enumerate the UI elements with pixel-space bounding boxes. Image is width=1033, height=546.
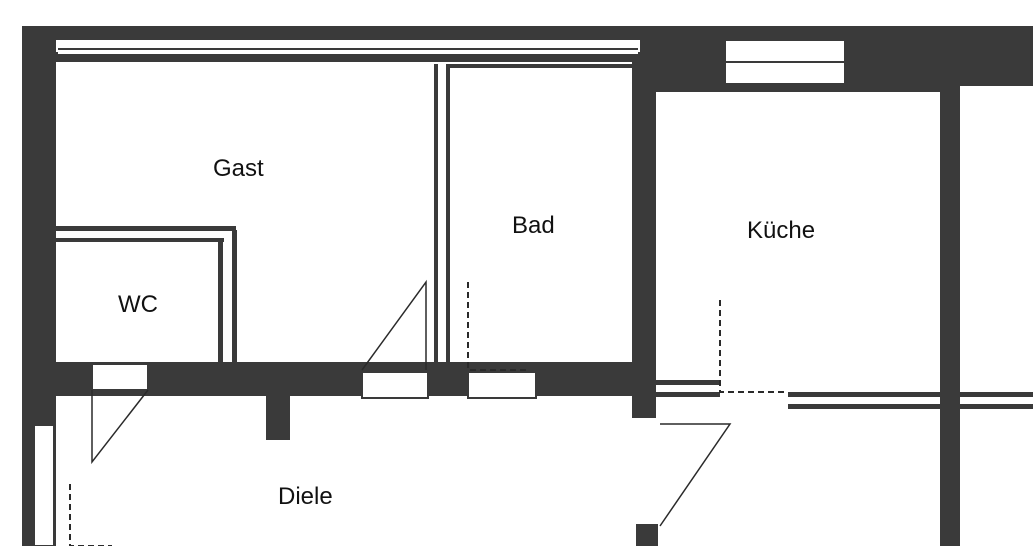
wall-wc-top-b (56, 238, 224, 242)
door-opening-bad (467, 371, 537, 399)
wall-kueche-top (655, 86, 940, 92)
door-gast (361, 279, 427, 371)
door-wc (91, 389, 149, 465)
wall-top (22, 26, 1033, 40)
wall-gast-bad-a (434, 64, 438, 370)
wall-kueche-bottom-a1 (656, 380, 720, 385)
room-label-kueche: Küche (747, 217, 815, 244)
door-bad (467, 282, 530, 371)
door-opening-gast (361, 371, 429, 399)
wall-gast-bad-b (446, 64, 450, 370)
wall-stub (266, 396, 290, 440)
wall-kueche-bottom-a2 (656, 392, 720, 397)
wall-bottom-stub (636, 524, 658, 546)
door-kueche (719, 300, 788, 393)
wall-wc-right-a (218, 238, 223, 368)
door-opening-wc (91, 363, 149, 391)
wall-bad-top (446, 64, 636, 68)
room-label-diele: Diele (278, 483, 333, 510)
wall-bad-kueche (632, 62, 656, 418)
wall-kueche-bottom-b1 (788, 392, 1033, 397)
door-diele-left (69, 484, 112, 546)
wall-wc-top-a (56, 226, 236, 231)
wall-wc-right-b (232, 230, 237, 368)
room-label-wc: WC (118, 291, 158, 318)
window-diele (33, 424, 55, 546)
wall-corridor (56, 362, 638, 396)
room-label-bad: Bad (512, 212, 555, 239)
wall-top-inner (50, 52, 645, 62)
wall-kueche-bottom-b2 (788, 404, 1033, 409)
room-label-gast: Gast (213, 155, 264, 182)
wall-kueche-right (940, 86, 960, 546)
door-entry (659, 423, 732, 527)
